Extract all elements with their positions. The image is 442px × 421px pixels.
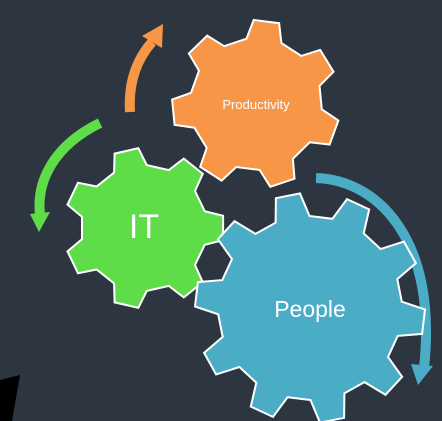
arrow-to-people <box>315 173 433 385</box>
gear-label-productivity: Productivity <box>222 97 290 112</box>
gear-productivity: Productivity <box>171 18 340 188</box>
gear-people: People <box>193 192 427 421</box>
gear-it: IT <box>66 147 225 309</box>
gear-label-people: People <box>274 296 346 322</box>
corner-shadow <box>0 375 20 421</box>
gear-label-it: IT <box>129 208 159 246</box>
arrow-to-it <box>30 118 103 232</box>
arrow-to-productivity <box>124 24 163 113</box>
